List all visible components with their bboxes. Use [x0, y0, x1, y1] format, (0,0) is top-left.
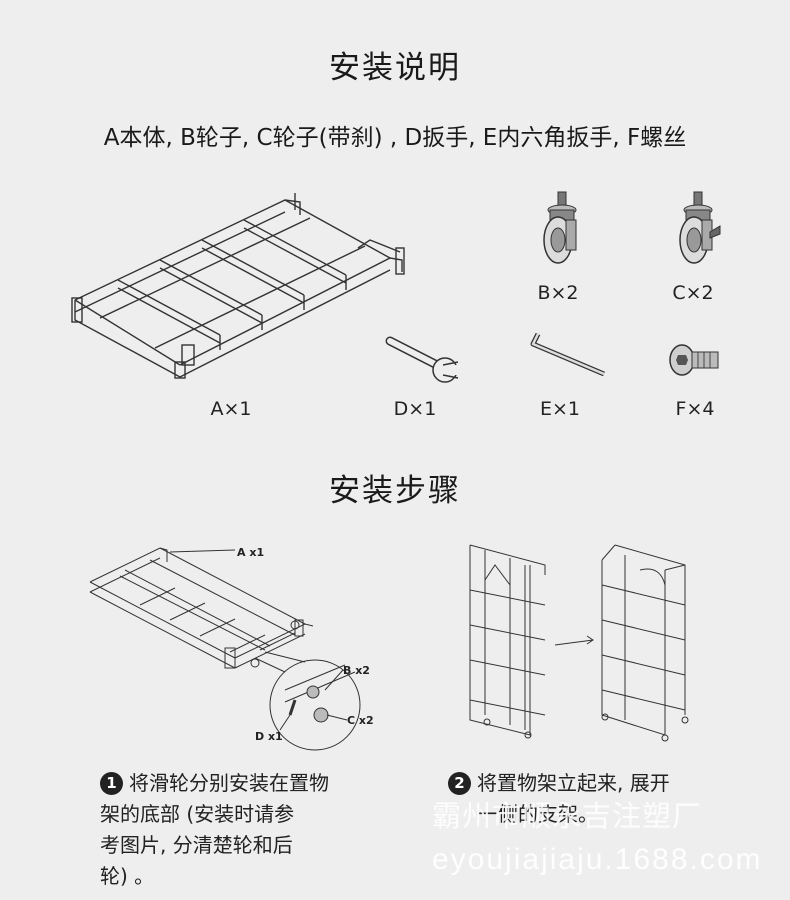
- step1-line-2: 架的底部 (安装时请参: [100, 802, 295, 826]
- watermark-site: eyoujiajiaju.1688.com: [432, 843, 763, 876]
- wheel-c-icon: [679, 191, 721, 264]
- step2-diagram: [469, 544, 689, 742]
- wheel-b-icon: [543, 191, 577, 264]
- step1-number-badge: 1: [100, 772, 123, 795]
- screw-icon: [669, 344, 719, 376]
- hex-key-icon: [530, 332, 605, 377]
- parts-list: A本体, B轮子, C轮子(带刹) , D扳手, E内六角扳手, F螺丝: [103, 125, 687, 151]
- wrench-icon: [385, 336, 459, 383]
- part-f-caption: F×4: [675, 398, 715, 420]
- part-d-caption: D×1: [393, 398, 437, 420]
- frame-body-illustration: [71, 193, 405, 379]
- step1-label-b: B x2: [343, 664, 370, 677]
- part-b-caption: B×2: [537, 282, 579, 304]
- step2-number-badge: 2: [448, 772, 471, 795]
- step1-diagram: A x1 B x2 C x2 D x1: [89, 546, 374, 751]
- step1-label-c: C x2: [347, 714, 374, 727]
- steps-title: 安装步骤: [329, 473, 461, 509]
- part-a-caption: A×1: [210, 398, 252, 420]
- watermark-company: 霸州市顺永吉注塑厂: [432, 801, 703, 833]
- step1-line-4: 轮) 。: [100, 864, 155, 888]
- page-title: 安装说明: [329, 50, 461, 86]
- step1-line-3: 考图片, 分清楚轮和后: [100, 833, 293, 857]
- step1-label-d: D x1: [255, 730, 283, 743]
- part-c-caption: C×2: [672, 282, 714, 304]
- step2-line-2: 一侧的支架。: [478, 802, 598, 826]
- step1-label-a: A x1: [237, 546, 264, 559]
- part-e-caption: E×1: [539, 398, 580, 420]
